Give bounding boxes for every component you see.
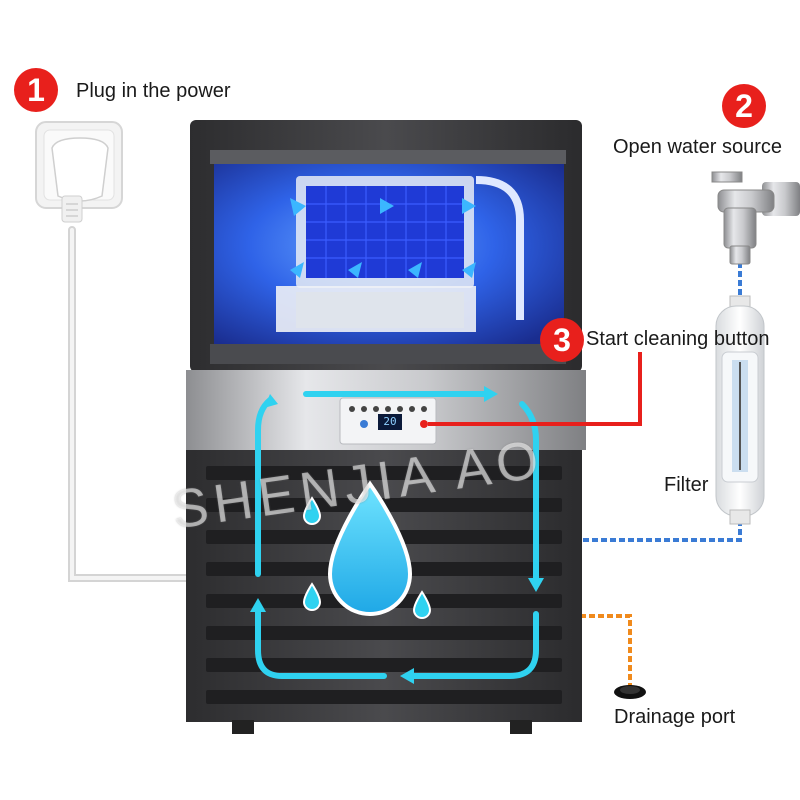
filter-label: Filter (664, 474, 709, 496)
airflow-arrows (290, 198, 476, 278)
drain-port-icon (614, 685, 646, 699)
water-drop-icon (302, 480, 432, 619)
water-tap-icon (711, 171, 800, 265)
step-1-badge: 1 (14, 68, 58, 112)
step-3-badge: 3 (540, 318, 584, 362)
step-2-badge: 2 (722, 84, 766, 128)
control-panel (339, 397, 437, 445)
drainage-port-label: Drainage port (614, 706, 736, 728)
step-2-label: Open water source (613, 136, 782, 158)
ice-machine-body (186, 120, 586, 734)
cleaning-button-pointer (428, 352, 642, 426)
display-readout: 20 (383, 415, 397, 428)
step-3-label: Start cleaning button (586, 328, 770, 350)
power-cord (68, 226, 194, 582)
circulation-arrowheads (250, 386, 544, 684)
power-socket-icon (35, 121, 123, 223)
step-1-label: Plug in the power (76, 80, 231, 102)
water-filter-icon (715, 295, 765, 525)
water-supply-line (580, 262, 742, 542)
drain-line (580, 614, 632, 688)
